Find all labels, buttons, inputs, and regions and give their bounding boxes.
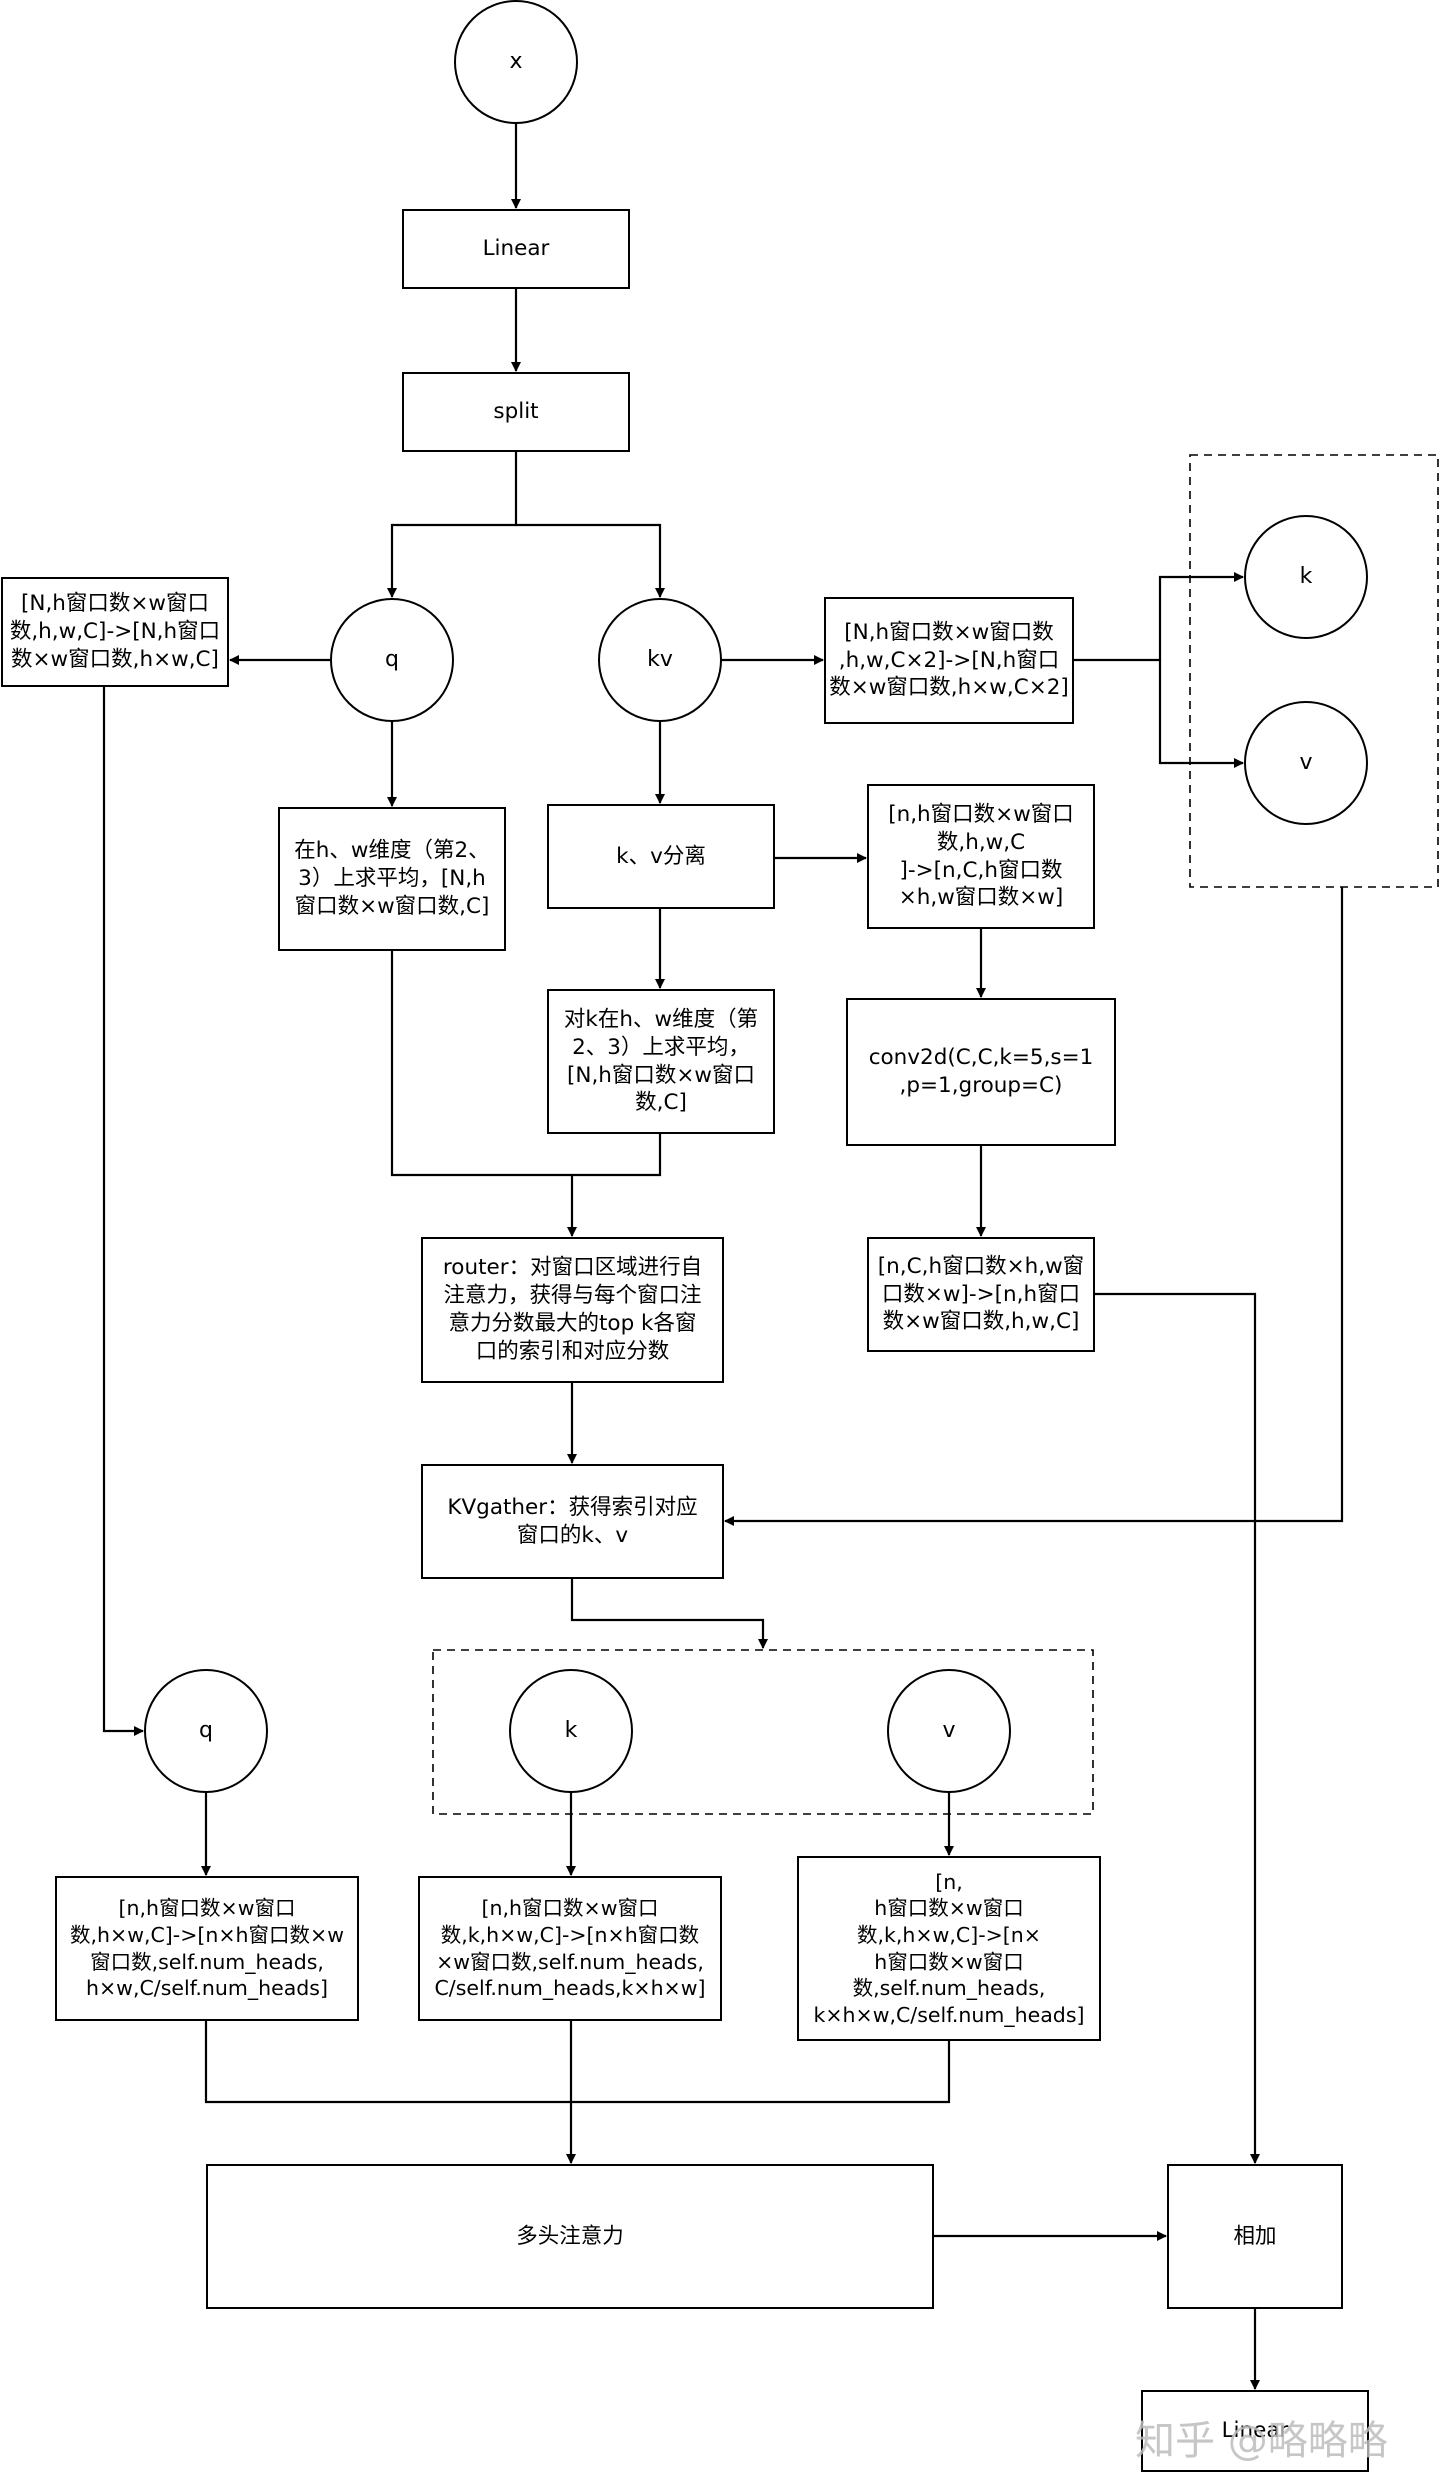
k2-label: k	[564, 1717, 578, 1743]
conv2d-label: conv2d(C,C,k=5,s=1 ,p=1,group=C)	[868, 1045, 1094, 1098]
kv-label: kv	[647, 646, 673, 672]
kv-separate-label: k、v分离	[616, 843, 706, 869]
k-mean-label: 对k在h、w维度（第 2、3）上求平均， [N,h窗口数×w窗口 数,C]	[563, 1006, 759, 1116]
k-top-node	[1244, 515, 1368, 639]
kv-separate-box	[547, 804, 775, 909]
add-label: 相加	[1233, 2223, 1277, 2249]
edge-qreshape-q2	[102, 686, 144, 1736]
v2-label: v	[942, 1717, 956, 1743]
edge-v-gather	[724, 887, 1344, 1526]
edge-reshape-k	[1073, 572, 1244, 662]
split-label: split	[493, 399, 539, 425]
edge-reshape-v	[1158, 660, 1244, 768]
conv2d-box	[846, 998, 1116, 1146]
k-heads-box	[418, 1876, 722, 2021]
q-label: q	[385, 646, 399, 672]
linear-box	[402, 209, 630, 289]
v-heads-box	[797, 1856, 1101, 2041]
edge-qmean-merge	[390, 950, 662, 1177]
q-mean-box	[278, 807, 506, 951]
q2-label: q	[199, 1717, 213, 1743]
k-heads-label: [n,h窗口数×w窗口 数,k,h×w,C]->[n×h窗口数 ×w窗口数,se…	[434, 1896, 706, 2001]
v-top-node	[1244, 701, 1368, 825]
kvgather-box	[421, 1464, 724, 1579]
linear-label: Linear	[482, 236, 550, 262]
edge-split-kv	[516, 523, 665, 598]
kv-group-bottom	[432, 1649, 1094, 1815]
lepe-reshape-box	[867, 784, 1095, 929]
router-label: router：对窗口区域进行自 注意力，获得与每个窗口注 意力分数最大的top …	[442, 1255, 703, 1364]
edge-split-branch	[387, 451, 518, 598]
add-box	[1167, 2164, 1343, 2309]
k-mean-box	[547, 989, 775, 1134]
k-top-label: k	[1299, 563, 1313, 589]
edge-lepe-add	[1094, 1292, 1260, 2164]
q-heads-label: [n,h窗口数×w窗口 数,h×w,C]->[n×h窗口数×w 窗口数,self…	[70, 1896, 344, 2001]
edge-gather-group	[570, 1578, 768, 1649]
lepe-back-box	[867, 1237, 1095, 1352]
edge-heads-merge	[204, 2020, 951, 2104]
linear-bottom-label: Linear	[1221, 2418, 1289, 2444]
q-heads-box	[55, 1876, 359, 2021]
v-heads-label: [n, h窗口数×w窗口 数,k,h×w,C]->[n× h窗口数×w窗口 数,…	[813, 1869, 1085, 2027]
x-label: x	[509, 48, 523, 74]
watermark-text: 知乎 @略略略	[1135, 2418, 1388, 2464]
lepe-back-label: [n,C,h窗口数×h,w窗 口数×w]->[n,h窗口 数×w窗口数,h,w,…	[877, 1253, 1085, 1335]
q-reshape-label: [N,h窗口数×w窗口 数,h,w,C]->[N,h窗口 数×w窗口数,h×w,…	[9, 591, 221, 672]
linear-bottom-box	[1141, 2390, 1369, 2472]
lepe-reshape-label: [n,h窗口数×w窗口 数,h,w,C ]->[n,C,h窗口数 ×h,w窗口数…	[888, 801, 1074, 911]
q-reshape-box	[1, 577, 229, 687]
q-mean-label: 在h、w维度（第2、 3）上求平均，[N,h 窗口数×w窗口数,C]	[294, 838, 490, 919]
kv-reshape-label: [N,h窗口数×w窗口数 ,h,w,C×2]->[N,h窗口 数×w窗口数,h×…	[829, 619, 1069, 701]
kvgather-label: KVgather：获得索引对应 窗口的k、v	[447, 1494, 698, 1548]
mha-label: 多头注意力	[516, 2223, 624, 2249]
v-top-label: v	[1299, 749, 1313, 775]
kv-group-top	[1189, 454, 1439, 888]
